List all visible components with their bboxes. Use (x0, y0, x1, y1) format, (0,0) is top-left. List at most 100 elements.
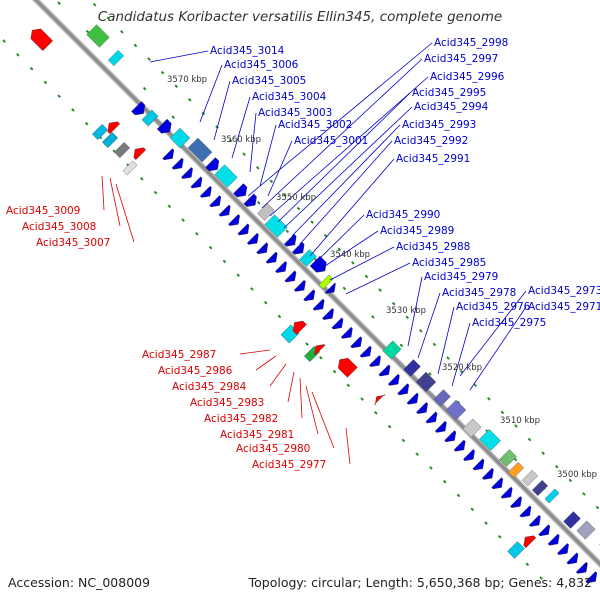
forward-gene-arrow (491, 477, 504, 490)
forward-label-leader (315, 214, 365, 263)
reverse-label-leader (101, 175, 105, 211)
tick-dot (85, 29, 90, 34)
forward-gene-arrow (547, 533, 560, 546)
forward-gene-arrow (171, 157, 184, 170)
forward-gene-label: Acid345_2994 (414, 101, 489, 113)
tick-dot (181, 218, 185, 222)
forward-gene-label: Acid345_2979 (424, 271, 498, 283)
reverse-label-leader (269, 363, 287, 387)
forward-gene-arrow (434, 420, 447, 433)
forward-gene-label: Acid345_3006 (224, 59, 299, 71)
forward-gene-arrow (284, 270, 297, 283)
tick-dot (342, 286, 347, 291)
tick-dot (582, 492, 586, 496)
tick-dot (269, 179, 274, 184)
tick-dot (470, 507, 475, 512)
forward-gene-arrow (331, 317, 344, 330)
forward-label-leader (459, 290, 527, 377)
tick-dot (142, 86, 147, 91)
forward-gene-label: Acid345_3004 (252, 91, 327, 103)
reverse-label-leader (109, 177, 121, 227)
forward-label-leader (213, 80, 231, 141)
forward-gene-label: Acid345_2992 (394, 135, 468, 147)
forward-gene-label: Acid345_2978 (442, 287, 516, 299)
reverse-gene (507, 541, 525, 559)
tick-dot (473, 383, 478, 388)
forward-label-leader (277, 92, 411, 223)
tick-dot (84, 121, 89, 126)
tick-dot (500, 410, 505, 415)
forward-gene-arrow (218, 204, 231, 217)
tick-dot (360, 397, 364, 401)
forward-gene (563, 511, 581, 529)
reverse-gene-label: Acid345_3008 (22, 221, 96, 233)
tick-dot (160, 70, 165, 75)
forward-gene-label: Acid345_3005 (232, 75, 306, 87)
tick-dot (228, 138, 233, 143)
forward-gene-arrow (453, 439, 466, 452)
forward-gene-arrow (359, 345, 372, 358)
tick-dot (554, 464, 559, 469)
tick-dot (106, 16, 111, 21)
forward-gene-label: Acid345_3014 (210, 45, 285, 57)
forward-label-leader (451, 322, 471, 387)
forward-gene-arrow (425, 411, 438, 424)
tick-dot (378, 288, 382, 292)
forward-gene-label: Acid345_2973 (528, 285, 600, 297)
forward-label-leader (469, 306, 527, 391)
reverse-gene (107, 121, 121, 135)
forward-gene (131, 101, 146, 116)
forward-gene-arrow (538, 524, 551, 537)
reverse-gene-label: Acid345_3009 (6, 205, 80, 217)
reverse-gene (91, 123, 109, 141)
reverse-gene (314, 344, 326, 356)
forward-gene-label: Acid345_2976 (456, 301, 531, 313)
tick-dot (16, 53, 20, 57)
forward-gene (205, 157, 220, 172)
forward-gene-arrow (528, 514, 541, 527)
forward-label-leader (199, 64, 223, 123)
tick-dot (57, 94, 61, 98)
forward-gene-arrow (181, 167, 193, 179)
forward-gene (531, 479, 549, 497)
forward-gene (445, 399, 467, 421)
tick-dot (568, 478, 573, 483)
forward-gene (433, 389, 451, 407)
reverse-label-leader (287, 371, 295, 403)
forward-gene (324, 282, 336, 294)
tick-dot (419, 329, 423, 333)
forward-gene-arrow (481, 467, 494, 480)
reverse-gene-label: Acid345_3007 (36, 237, 110, 249)
forward-label-leader (267, 140, 293, 197)
tick-dot (188, 98, 192, 102)
tick-dot (387, 424, 392, 429)
label-leader-lines (101, 42, 527, 465)
forward-gene (169, 127, 191, 149)
forward-label-leader (261, 58, 423, 209)
tick-dot (139, 176, 144, 181)
forward-gene (264, 214, 288, 238)
backbone-shadow (31, 0, 600, 569)
forward-gene (156, 118, 172, 134)
map-title: Candidatus Koribacter versatilis Ellin34… (97, 9, 503, 25)
forward-gene (521, 469, 539, 487)
forward-label-leader (329, 246, 395, 281)
reverse-gene (30, 28, 54, 52)
reverse-gene-label: Acid345_2986 (158, 365, 233, 377)
forward-gene-arrow (500, 486, 513, 499)
tick-dot (167, 204, 172, 209)
forward-gene-arrow (199, 185, 212, 198)
forward-gene-arrow (293, 279, 306, 292)
scale-tick-label: 3540 kbp (330, 250, 370, 260)
forward-gene-label: Acid345_3002 (278, 119, 352, 131)
reverse-label-leader (115, 183, 135, 243)
tick-dot (541, 451, 545, 455)
forward-gene (462, 418, 482, 438)
scale-tick-label: 3500 kbp (557, 470, 597, 480)
reverse-gene (86, 24, 110, 48)
tick-dot (497, 534, 502, 539)
tick-dot (399, 343, 404, 348)
scale-tick-label: 3550 kbp (276, 193, 316, 203)
